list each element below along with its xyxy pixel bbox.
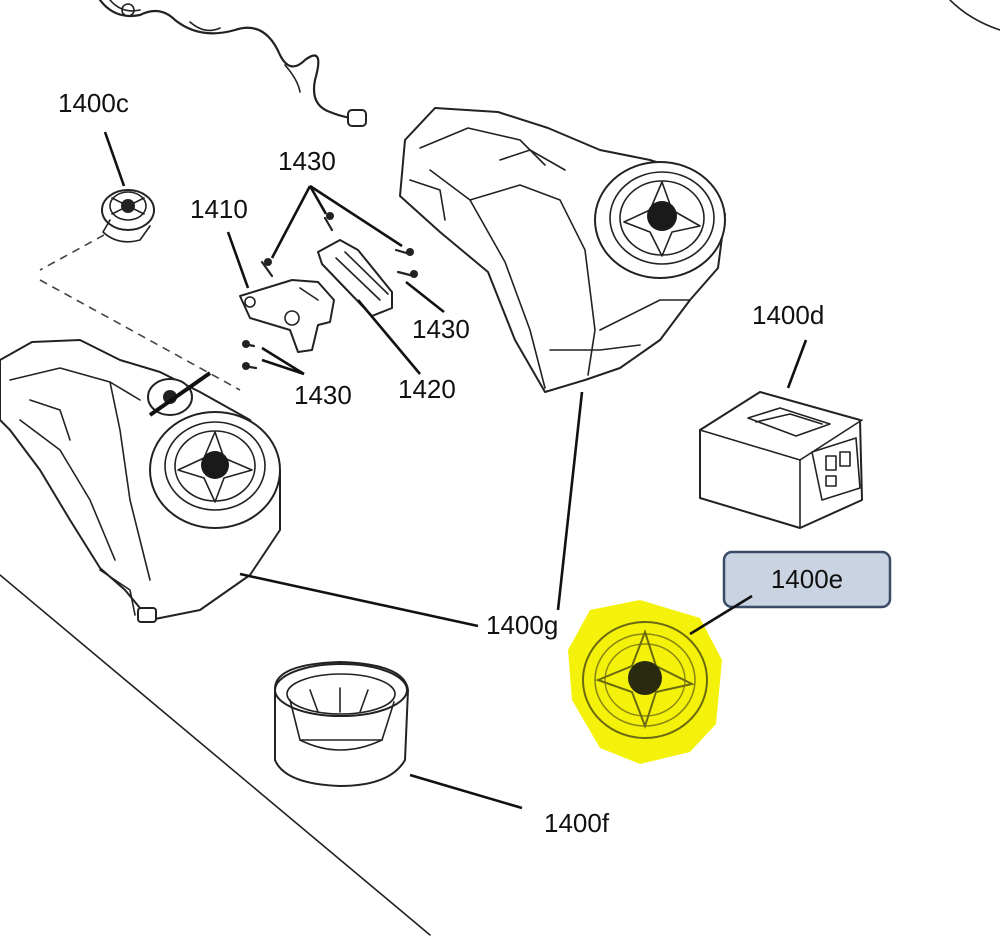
wiring-harness — [98, 0, 367, 127]
label-1400d: 1400d — [752, 300, 824, 330]
leaders-1430 — [261, 184, 445, 376]
cover-1420 — [317, 239, 393, 317]
label-1430-bottom: 1430 — [294, 380, 352, 410]
label-1410: 1410 — [190, 194, 248, 224]
leader-1400c — [103, 131, 126, 187]
speaker-1400e-highlighted — [568, 600, 722, 764]
leader-1400g-lower — [239, 572, 479, 628]
upper-speaker-pod — [399, 107, 726, 393]
screws-1430 — [242, 212, 418, 370]
dashed-guide-2 — [39, 279, 241, 391]
callout-1400e: 1400e — [689, 550, 892, 636]
label-1430-right: 1430 — [412, 314, 470, 344]
module-1400d — [699, 391, 863, 529]
leader-1400f — [409, 773, 523, 810]
label-1430-top: 1430 — [278, 146, 336, 176]
dashed-guide-1 — [39, 234, 105, 271]
knob-1400c — [101, 189, 155, 243]
label-1400f: 1400f — [544, 808, 610, 838]
leader-1420 — [357, 299, 421, 375]
label-1420: 1420 — [398, 374, 456, 404]
label-1400g: 1400g — [486, 610, 558, 640]
label-1400e: 1400e — [771, 564, 843, 594]
leader-1400d — [786, 339, 808, 389]
leader-1410 — [226, 231, 250, 289]
ring-1400f — [274, 661, 409, 787]
leader-1400g-upper — [556, 391, 584, 611]
lower-speaker-pod — [0, 339, 281, 623]
label-1400c: 1400c — [58, 88, 129, 118]
bracket-1410 — [239, 279, 335, 353]
